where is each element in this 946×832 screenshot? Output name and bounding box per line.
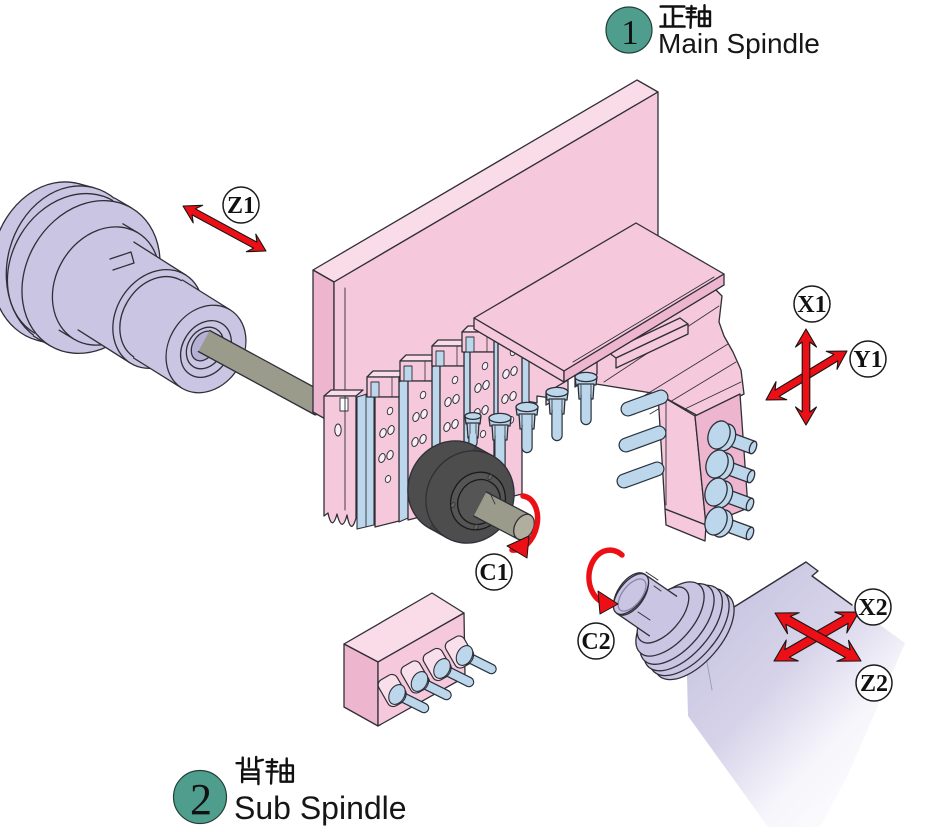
svg-text:2: 2 [190,775,212,824]
svg-text:1: 1 [621,13,639,52]
svg-text:Z1: Z1 [227,193,255,219]
svg-text:Main Spindle: Main Spindle [658,28,820,59]
svg-text:Z2: Z2 [860,671,888,697]
svg-text:Sub Spindle: Sub Spindle [234,790,407,826]
svg-text:C1: C1 [479,560,508,586]
svg-text:X2: X2 [858,595,887,621]
svg-text:X1: X1 [797,292,826,318]
svg-text:C2: C2 [581,629,610,655]
svg-text:Y1: Y1 [853,347,882,373]
